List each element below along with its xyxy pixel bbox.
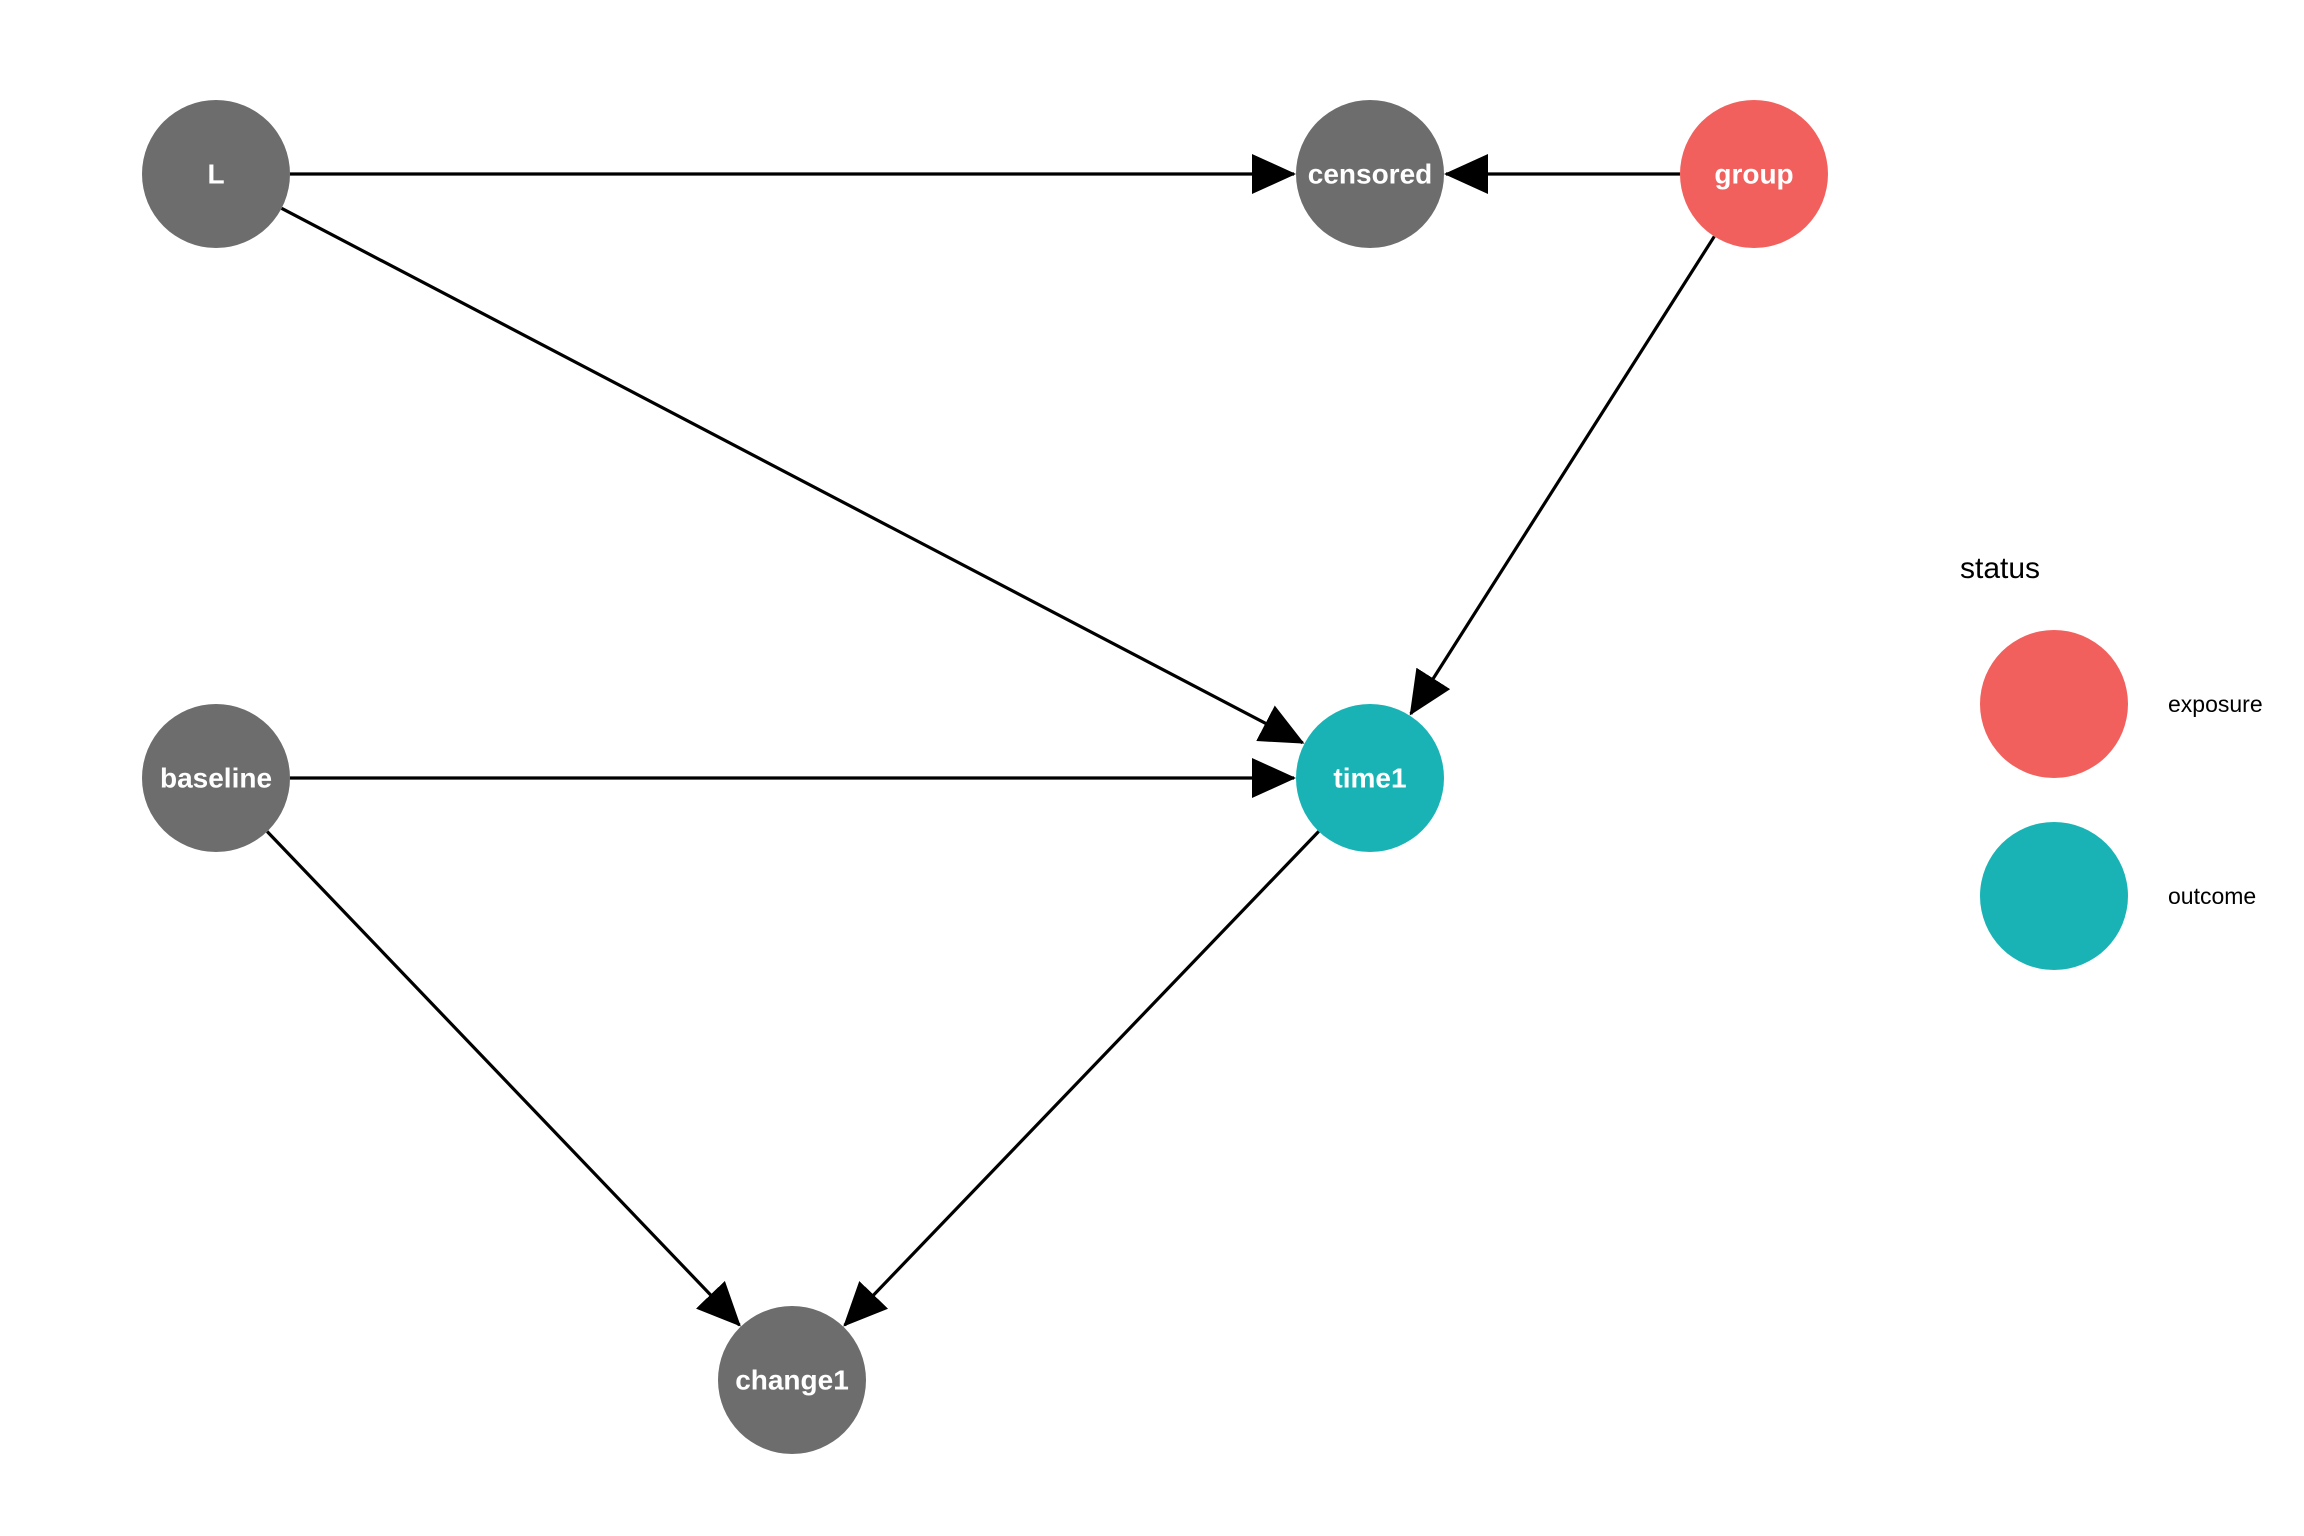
node-time1[interactable]: time1 — [1296, 704, 1444, 852]
node-label-censored: censored — [1308, 159, 1433, 190]
edge-baseline-to-change1 — [266, 830, 741, 1327]
node-group[interactable]: group — [1680, 100, 1828, 248]
node-label-group: group — [1714, 159, 1793, 190]
node-circle-change1 — [718, 1306, 866, 1454]
edge-group-to-time1 — [1409, 235, 1716, 716]
node-label-time1: time1 — [1333, 763, 1406, 794]
edge-time1-to-change1 — [843, 830, 1320, 1327]
node-circle-L — [142, 100, 290, 248]
node-censored[interactable]: censored — [1296, 100, 1444, 248]
legend-swatch-outcome — [1980, 822, 2128, 970]
node-circle-group — [1680, 100, 1828, 248]
node-baseline[interactable]: baseline — [142, 704, 290, 852]
node-label-change1: change1 — [735, 1365, 849, 1396]
edge-L-to-time1 — [280, 206, 1305, 745]
node-circle-baseline — [142, 704, 290, 852]
legend-swatch-exposure — [1980, 630, 2128, 778]
edges-layer — [266, 154, 1716, 1327]
legend-label-outcome: outcome — [2168, 883, 2256, 909]
legend: status exposure outcome — [1960, 552, 2263, 970]
legend-title: status — [1960, 552, 2040, 585]
node-circle-time1 — [1296, 704, 1444, 852]
node-change1[interactable]: change1 — [718, 1306, 866, 1454]
node-label-L: L — [207, 159, 224, 190]
node-circle-censored — [1296, 100, 1444, 248]
node-label-baseline: baseline — [160, 763, 272, 794]
node-L[interactable]: L — [142, 100, 290, 248]
legend-label-exposure: exposure — [2168, 691, 2263, 717]
